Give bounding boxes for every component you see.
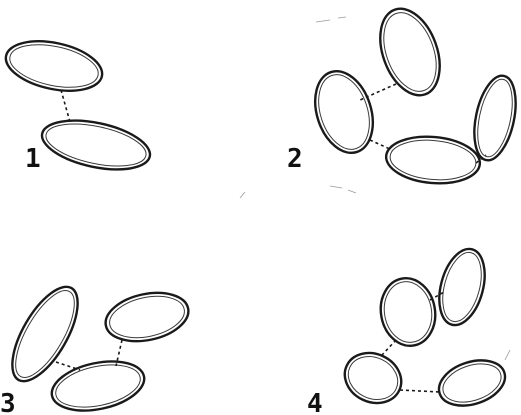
cell xyxy=(0,277,91,391)
cell xyxy=(1,33,106,98)
cell xyxy=(38,112,155,178)
panel-label: 4 xyxy=(307,389,323,415)
connection-line xyxy=(61,90,70,122)
panel-2: 2 xyxy=(287,0,521,187)
panel-1: 1 xyxy=(1,33,154,178)
cell xyxy=(305,64,382,161)
cell xyxy=(369,0,451,103)
cell xyxy=(467,72,521,164)
panel-label: 3 xyxy=(0,389,16,415)
panel-label: 2 xyxy=(287,144,303,174)
connection-line xyxy=(370,140,392,150)
panel-label: 1 xyxy=(25,144,41,174)
panel-4: 4 xyxy=(307,244,511,415)
cell xyxy=(101,286,193,348)
connection-line xyxy=(400,390,440,392)
stray-marks xyxy=(240,17,510,360)
panel-3: 3 xyxy=(0,277,193,415)
cell xyxy=(384,133,482,187)
cell xyxy=(337,344,410,412)
cell xyxy=(432,244,493,330)
connection-line xyxy=(382,340,396,355)
cell xyxy=(47,354,149,415)
cell xyxy=(376,274,441,350)
cell xyxy=(433,353,511,414)
